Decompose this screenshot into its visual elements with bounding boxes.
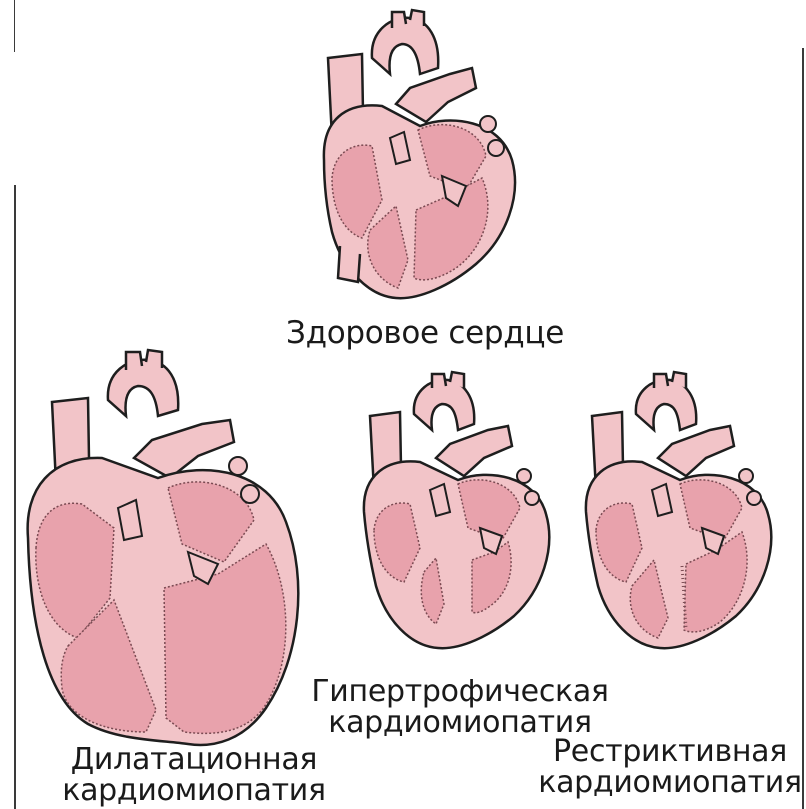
- restrictive-cardiomyopathy-label: Рестриктивная кардиомиопатия: [520, 736, 806, 798]
- pulmonary-artery: [658, 426, 734, 476]
- aortic-branch-1: [432, 374, 446, 388]
- frame-line-right: [802, 48, 804, 809]
- hypertrophic-label-line-1: Гипертрофическая: [300, 676, 620, 707]
- pulmonary-artery: [134, 420, 234, 478]
- dilated-label-line-2: кардиомиопатия: [44, 775, 344, 806]
- aortic-arch: [108, 360, 178, 416]
- healthy-heart-illustration: [300, 10, 530, 310]
- frame-line-top: [14, 0, 15, 52]
- aortic-branch-1: [654, 374, 668, 388]
- frame-line-left: [14, 185, 16, 809]
- pulmonary-vein-2: [525, 491, 539, 505]
- hypertrophic-cardiomyopathy-label: Гипертрофическая кардиомиопатия: [300, 676, 620, 738]
- pulmonary-artery: [436, 426, 512, 476]
- healthy-heart-label: Здоровое сердце: [270, 318, 580, 349]
- restrictive-label-line-1: Рестриктивная: [520, 736, 806, 767]
- dilated-cardiomyopathy-label: Дилатационная кардиомиопатия: [44, 744, 344, 806]
- pulmonary-vein-1: [739, 469, 753, 483]
- pulmonary-vein-1: [480, 116, 496, 132]
- pulmonary-vein-2: [241, 485, 259, 503]
- pulmonary-vein-1: [229, 457, 247, 475]
- dilated-heart-illustration: [18, 348, 318, 748]
- restrictive-heart-illustration: [570, 372, 790, 662]
- pulmonary-vein-2: [747, 491, 761, 505]
- hypertrophic-heart-illustration: [348, 372, 568, 662]
- pulmonary-artery: [396, 68, 476, 122]
- pulmonary-vein-1: [517, 469, 531, 483]
- aortic-arch: [372, 18, 438, 74]
- dilated-label-line-1: Дилатационная: [44, 744, 344, 775]
- restrictive-label-line-2: кардиомиопатия: [520, 767, 806, 798]
- pulmonary-vein-2: [488, 140, 504, 156]
- healthy-heart-label-line-1: Здоровое сердце: [270, 318, 580, 349]
